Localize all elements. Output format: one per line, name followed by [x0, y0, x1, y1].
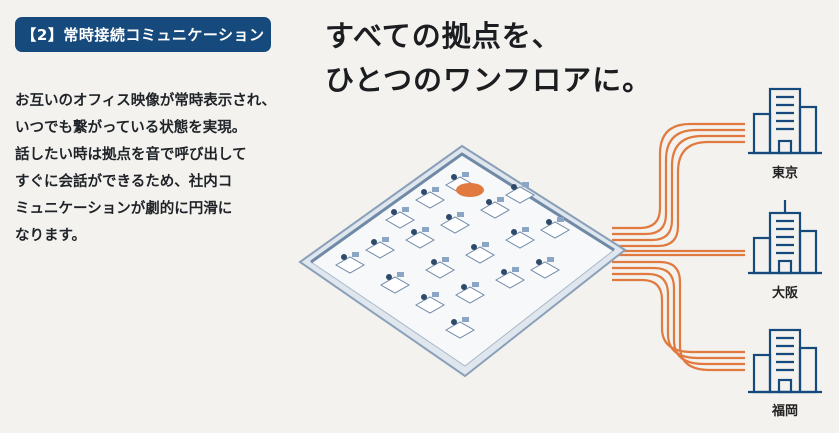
building-tokyo-icon: [748, 87, 822, 155]
person-icon: [431, 259, 437, 265]
line-to-fukuoka: [612, 266, 745, 366]
city-label-fukuoka: 福岡: [771, 404, 798, 419]
person-icon: [421, 294, 427, 300]
headline: すべての拠点を、 ひとつのワンフロアに。: [325, 14, 652, 102]
right-wing: [798, 229, 818, 275]
monitor-icon: [462, 172, 469, 177]
description-line: なります。: [15, 228, 87, 244]
description-line: すぐに会話ができるため、社内コ: [15, 174, 233, 190]
person-icon: [546, 219, 552, 225]
monitor-icon: [382, 237, 389, 242]
line-to-tokyo: [612, 134, 745, 242]
right-wing: [798, 105, 818, 155]
monitor-icon: [482, 242, 489, 247]
line-to-tokyo: [612, 122, 745, 230]
city-label-osaka: 大阪: [771, 286, 798, 301]
monitor-icon: [442, 257, 449, 262]
meeting-table: [456, 183, 484, 197]
person-icon: [511, 229, 517, 235]
monitor-icon: [352, 252, 359, 257]
door: [777, 259, 793, 275]
monitor-icon: [497, 197, 504, 202]
person-icon: [371, 239, 377, 245]
city-label-tokyo: 東京: [771, 166, 798, 181]
monitor-icon: [397, 272, 404, 277]
person-icon: [411, 229, 417, 235]
right-wing: [798, 346, 818, 394]
left-wing: [752, 236, 772, 275]
building-osaka-icon: [748, 211, 822, 275]
line-to-fukuoka: [612, 272, 745, 360]
person-icon: [421, 189, 427, 195]
description-line: いつでも繋がっている状態を実現。: [15, 120, 247, 136]
monitor-icon: [457, 212, 464, 217]
line-to-tokyo: [612, 128, 745, 236]
section-badge: 【2】常時接続コミュニケーション: [15, 17, 271, 52]
person-icon: [486, 199, 492, 205]
left-wing: [752, 112, 772, 155]
person-icon: [511, 184, 517, 190]
description-line: お互いのオフィス映像が常時表示され、: [15, 93, 276, 109]
monitor-icon: [522, 227, 529, 232]
office-floor-illustration: [298, 144, 627, 378]
headline-line: ひとつのワンフロアに。: [325, 63, 653, 97]
monitor-icon: [422, 227, 429, 232]
person-icon: [446, 214, 452, 220]
person-icon: [451, 319, 457, 325]
monitor-icon: [557, 217, 564, 222]
person-icon: [451, 174, 457, 180]
person-icon: [536, 259, 542, 265]
description-line: ミュニケーションが劇的に円滑に: [15, 201, 233, 217]
monitor-icon: [432, 187, 439, 192]
monitor-icon: [512, 267, 519, 272]
monitor-icon: [547, 257, 554, 262]
person-icon: [386, 274, 392, 280]
monitor-icon: [472, 282, 479, 287]
person-icon: [341, 254, 347, 260]
monitor-icon: [432, 292, 439, 297]
headline-line: すべての拠点を、: [325, 19, 562, 53]
line-to-fukuoka: [612, 260, 745, 372]
connection-lines: [612, 122, 745, 372]
person-icon: [391, 209, 397, 215]
line-to-tokyo: [612, 140, 745, 248]
line-to-fukuoka: [612, 278, 745, 354]
person-icon: [471, 244, 477, 250]
left-wing: [752, 353, 772, 394]
door: [777, 139, 793, 155]
building-fukuoka-icon: [748, 328, 822, 394]
door: [777, 378, 793, 394]
monitor-icon: [402, 207, 409, 212]
description: お互いのオフィス映像が常時表示され、 いつでも繋がっている状態を実現。 話したい…: [15, 88, 295, 250]
person-icon: [461, 284, 467, 290]
person-icon: [501, 269, 507, 275]
monitor-icon: [462, 317, 469, 322]
description-line: 話したい時は拠点を音で呼び出して: [15, 147, 247, 163]
monitor-icon: [522, 182, 529, 187]
